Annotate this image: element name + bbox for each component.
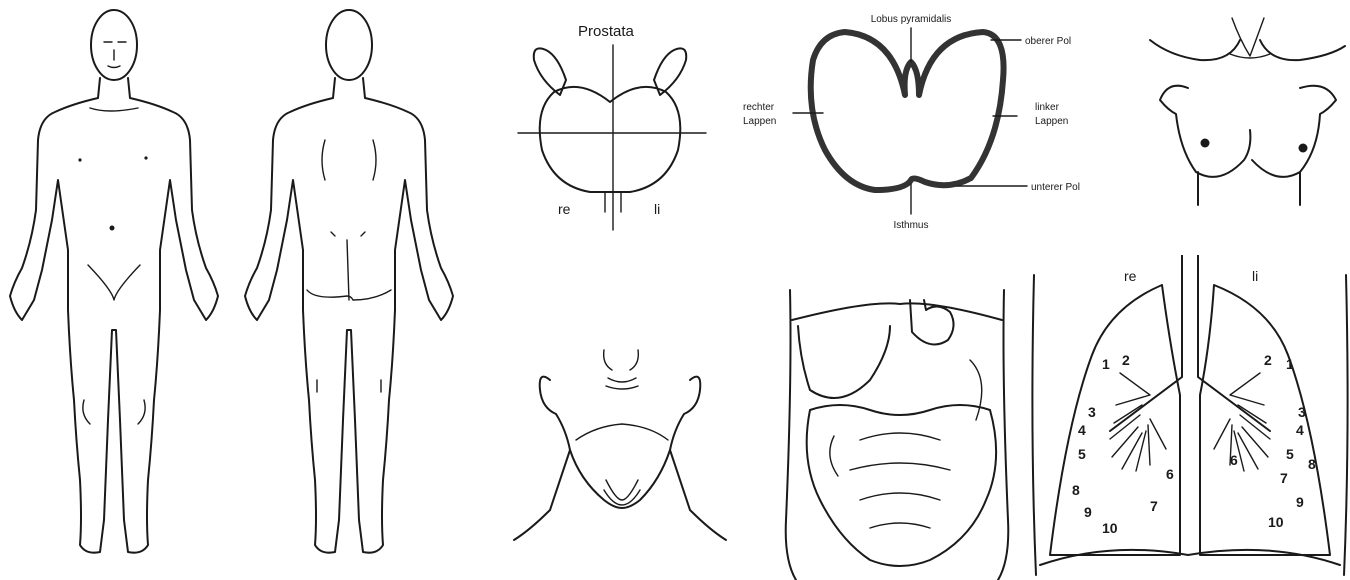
right-segment-7: 7 (1150, 498, 1158, 514)
chest-diagram (1140, 0, 1350, 220)
body-front-outline (10, 10, 218, 553)
oberer-pol-label: oberer Pol (1025, 36, 1071, 47)
neck-diagram (510, 330, 730, 575)
nipple-left-icon (1299, 144, 1308, 153)
right-lung-outline (1050, 285, 1180, 555)
left-segment-2: 2 (1264, 352, 1272, 368)
right-segment-4: 4 (1078, 422, 1086, 438)
rechter-lappen-label-2: Lappen (743, 116, 776, 127)
linker-lappen-label-2: Lappen (1035, 116, 1068, 127)
lungs-right-label: re (1124, 268, 1137, 284)
isthmus-label: Isthmus (893, 220, 928, 231)
left-segment-3: 3 (1298, 404, 1306, 420)
right-segment-9: 9 (1084, 504, 1092, 520)
right-segment-1: 1 (1102, 356, 1110, 372)
prostata-left-label: li (654, 201, 660, 217)
linker-lappen-label-1: linker (1035, 102, 1060, 113)
right-segment-3: 3 (1088, 404, 1096, 420)
prostata-title: Prostata (578, 23, 635, 40)
left-bronchial-tree (1214, 373, 1270, 471)
liver-sketch (798, 326, 890, 398)
nipple-right-icon (1201, 139, 1210, 148)
body-front-figure (0, 0, 230, 580)
abdomen-diagram (780, 260, 1020, 580)
left-segment-1: 1 (1286, 356, 1294, 372)
lungs-diagram: re li 1 2 3 4 5 6 7 8 9 10 2 1 3 4 5 6 7… (1030, 255, 1350, 580)
right-segment-10: 10 (1102, 520, 1118, 536)
left-segment-9: 9 (1296, 494, 1304, 510)
body-back-outline (245, 10, 453, 553)
left-segment-10: 10 (1268, 514, 1284, 530)
left-segment-8: 8 (1308, 456, 1316, 472)
rechter-lappen-label-1: rechter (743, 102, 775, 113)
thyroid-diagram: Lobus pyramidalis oberer Pol rechter Lap… (735, 0, 1115, 240)
left-lung-outline (1200, 285, 1330, 555)
navel-dot (110, 226, 115, 231)
right-segment-8: 8 (1072, 482, 1080, 498)
lobus-pyramidalis-label: Lobus pyramidalis (871, 14, 952, 25)
thyroid-outline (811, 32, 1004, 190)
left-segment-5: 5 (1286, 446, 1294, 462)
unterer-pol-label: unterer Pol (1031, 182, 1080, 193)
diaphragm (1040, 550, 1340, 565)
left-segment-4: 4 (1296, 422, 1304, 438)
prostate-gland (540, 87, 681, 192)
nipple-left-dot (78, 158, 81, 161)
right-bronchial-tree (1110, 373, 1166, 471)
right-segment-5: 5 (1078, 446, 1086, 462)
colon-sketch (807, 405, 996, 566)
left-segment-7: 7 (1280, 470, 1288, 486)
lungs-left-label: li (1252, 268, 1258, 284)
nipple-right-dot (144, 156, 147, 159)
right-segment-2: 2 (1122, 352, 1130, 368)
prostata-diagram: Prostata re li (510, 20, 720, 235)
left-segment-6: 6 (1230, 452, 1238, 468)
prostata-right-label: re (558, 201, 571, 217)
body-back-figure (235, 0, 465, 580)
neck-thyroid-sketch (604, 480, 640, 505)
right-segment-6: 6 (1166, 466, 1174, 482)
